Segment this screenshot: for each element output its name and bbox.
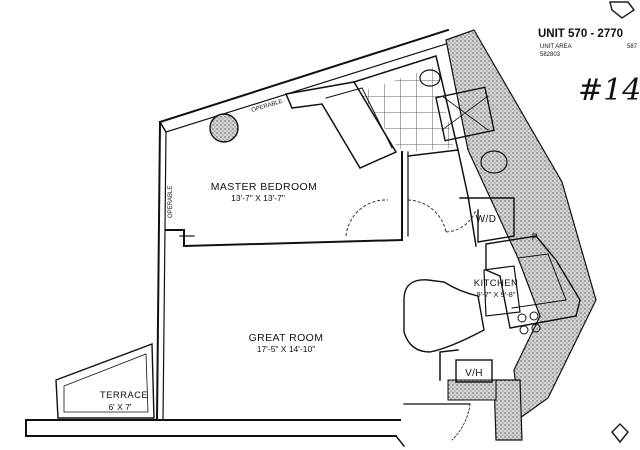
unit-area-label: UNIT AREA [540, 44, 572, 50]
terrace-dims: 6' X 7' [108, 402, 131, 412]
operable-label-top: OPERABLE [251, 99, 284, 114]
washer-dryer-label: W/D [476, 214, 497, 225]
corner-mark-bottom [610, 422, 630, 444]
unit-area-value: 587 [627, 44, 638, 50]
operable-label-side: OPERABLE [168, 186, 174, 218]
bathroom-tile-floor [360, 66, 454, 152]
pantry-label: P [532, 232, 538, 242]
master-bedroom-dims: 13'-7" X 13'-7" [231, 193, 285, 203]
unit-sub-code: 582803 [540, 52, 561, 58]
kitchen-name: KITCHEN [474, 278, 519, 289]
door-swings [345, 199, 477, 237]
terrace-name: TERRACE [100, 390, 148, 401]
corner-mark-top [609, 1, 636, 19]
handwritten-mark: #14 [578, 73, 640, 108]
unit-title: UNIT 570 - 2770 [538, 28, 623, 40]
master-bedroom-name: MASTER BEDROOM [211, 181, 318, 193]
vh-label: V/H [465, 368, 483, 379]
walls [25, 28, 581, 448]
round-column [209, 113, 239, 143]
kitchen-dims: 9'-7" X 9'-8" [476, 290, 515, 299]
great-room-name: GREAT ROOM [249, 332, 324, 344]
unit-header: UNIT 570 - 2770 UNIT AREA 587 582803 #14 [538, 1, 640, 444]
room-labels: MASTER BEDROOM 13'-7" X 13'-7" GREAT ROO… [100, 99, 538, 412]
great-room-dims: 17'-5" X 14'-10" [257, 344, 315, 354]
